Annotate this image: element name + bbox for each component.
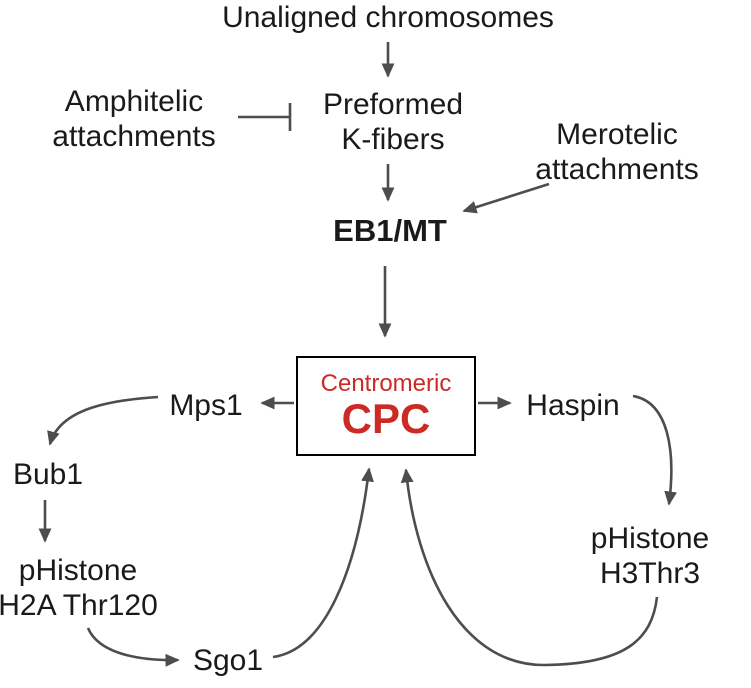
arrow-phistoneh3-to-cpc (400, 468, 659, 667)
node-unaligned-chromosomes: Unaligned chromosomes (222, 1, 554, 34)
arrow-sgo1-to-cpc (272, 467, 374, 659)
node-phistone-h2a-thr120: pHistone H2A Thr120 (0, 554, 158, 623)
node-cpc-box: Centromeric CPC (296, 356, 476, 456)
node-merotelic-attachments: Merotelic attachments (535, 118, 699, 187)
arrow-haspin-to-phistoneh3 (632, 394, 677, 506)
node-phistone-h3thr3: pHistone H3Thr3 (590, 522, 710, 591)
node-sgo1: Sgo1 (192, 644, 264, 677)
inhibition-amphitelic-to-kfibers (238, 103, 292, 131)
arrow-phistoneh2a-to-sgo1 (86, 627, 180, 667)
node-amphitelic-attachments: Amphitelic attachments (52, 85, 216, 154)
arrow-mps1-to-bub1 (47, 395, 159, 446)
cpc-box-title: CPC (341, 395, 431, 443)
node-preformed-kfibers: Preformed K-fibers (322, 88, 464, 157)
cpc-box-subtitle: Centromeric (320, 369, 452, 397)
node-eb1-mt: EB1/MT (333, 213, 447, 248)
node-haspin: Haspin (526, 389, 620, 422)
node-mps1: Mps1 (169, 389, 243, 422)
arrow-merotelic-to-eb1mt (462, 182, 550, 214)
node-bub1: Bub1 (12, 458, 84, 491)
